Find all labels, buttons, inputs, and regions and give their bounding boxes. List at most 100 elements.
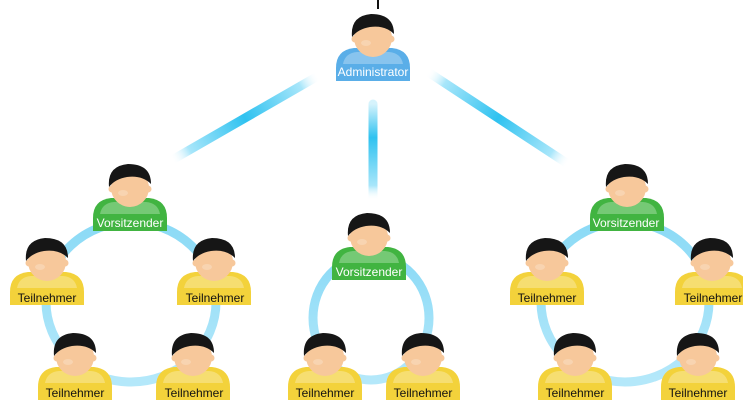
person-ear	[207, 354, 215, 362]
person-body-highlight	[339, 251, 399, 263]
person-body	[675, 272, 743, 305]
person-hair	[401, 333, 444, 356]
person-right-member-1	[510, 238, 584, 305]
person-body-highlight	[45, 371, 105, 383]
person-face-shine	[563, 359, 573, 365]
connector-admin-right	[423, 67, 573, 169]
person-ear	[171, 354, 179, 362]
connector-admin-left	[167, 71, 323, 165]
person-body-highlight	[668, 371, 728, 383]
person-body	[38, 367, 112, 400]
person-body-highlight	[597, 202, 657, 214]
person-face-shine	[535, 264, 545, 270]
person-ear	[553, 354, 561, 362]
person-ear	[401, 354, 409, 362]
person-ear	[108, 185, 116, 193]
person-body	[288, 367, 362, 400]
person-ear	[351, 35, 359, 43]
person-face-shine	[686, 359, 696, 365]
person-ear	[144, 185, 152, 193]
person-hair	[553, 333, 596, 356]
person-body-highlight	[100, 202, 160, 214]
person-ear	[228, 259, 236, 267]
person-right-member-2	[675, 238, 743, 305]
person-ear	[525, 259, 533, 267]
person-face-shine	[615, 190, 625, 196]
person-hair	[53, 333, 96, 356]
person-hair	[303, 333, 346, 356]
person-ear	[605, 185, 613, 193]
person-chair-left	[93, 164, 167, 231]
person-body-highlight	[545, 371, 605, 383]
people-layer	[10, 14, 743, 400]
person-left-member-4	[156, 333, 230, 400]
person-hair	[192, 238, 235, 261]
person-ear	[192, 259, 200, 267]
person-hair	[525, 238, 568, 261]
person-hair	[347, 213, 390, 236]
person-ear	[53, 354, 61, 362]
person-hair	[171, 333, 214, 356]
person-ear	[339, 354, 347, 362]
person-body-highlight	[682, 276, 742, 288]
person-body	[386, 367, 460, 400]
person-face-shine	[357, 239, 367, 245]
person-body	[156, 367, 230, 400]
person-ear	[676, 354, 684, 362]
person-ear	[383, 234, 391, 242]
text-cursor	[377, 0, 379, 9]
person-ear	[690, 259, 698, 267]
person-body	[10, 272, 84, 305]
person-left-member-2	[177, 238, 251, 305]
person-face-shine	[35, 264, 45, 270]
person-ear	[347, 234, 355, 242]
person-ear	[641, 185, 649, 193]
person-body	[336, 48, 410, 81]
person-face-shine	[361, 40, 371, 46]
person-ear	[303, 354, 311, 362]
person-chair-right	[590, 164, 664, 231]
person-body-highlight	[517, 276, 577, 288]
person-face-shine	[202, 264, 212, 270]
person-right-member-4	[661, 333, 735, 400]
person-ear	[387, 35, 395, 43]
person-ear	[589, 354, 597, 362]
person-face-shine	[118, 190, 128, 196]
person-left-member-1	[10, 238, 84, 305]
person-body	[177, 272, 251, 305]
person-face-shine	[63, 359, 73, 365]
person-face-shine	[411, 359, 421, 365]
person-ear	[726, 259, 734, 267]
person-hair	[690, 238, 733, 261]
person-body-highlight	[393, 371, 453, 383]
person-hair	[676, 333, 719, 356]
person-body-highlight	[163, 371, 223, 383]
person-body-highlight	[184, 276, 244, 288]
person-face-shine	[313, 359, 323, 365]
person-ear	[437, 354, 445, 362]
person-center-member-1	[288, 333, 362, 400]
person-body-highlight	[343, 52, 403, 64]
person-hair	[351, 14, 394, 37]
person-ear	[712, 354, 720, 362]
person-hair	[605, 164, 648, 187]
person-admin	[336, 14, 410, 81]
person-face-shine	[181, 359, 191, 365]
person-ear	[89, 354, 97, 362]
person-ear	[561, 259, 569, 267]
person-body-highlight	[295, 371, 355, 383]
person-hair	[108, 164, 151, 187]
person-hair	[25, 238, 68, 261]
person-body-highlight	[17, 276, 77, 288]
person-chair-center	[332, 213, 406, 280]
person-body	[538, 367, 612, 400]
person-ear	[25, 259, 33, 267]
person-body	[661, 367, 735, 400]
person-ear	[61, 259, 69, 267]
person-body	[590, 198, 664, 231]
person-body	[332, 247, 406, 280]
person-left-member-3	[38, 333, 112, 400]
person-body	[93, 198, 167, 231]
